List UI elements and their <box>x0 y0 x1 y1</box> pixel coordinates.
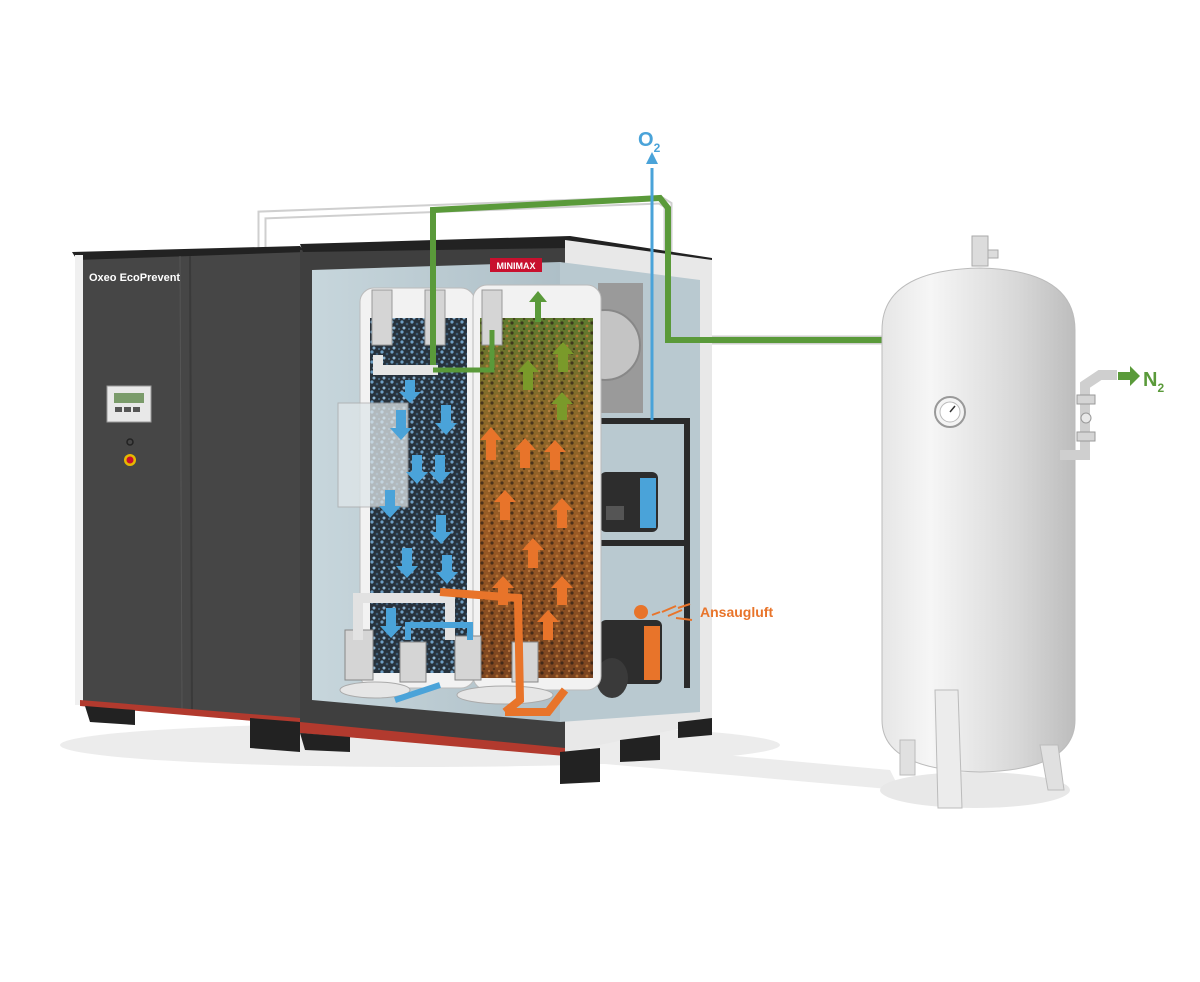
intake-air-arrows <box>651 603 693 621</box>
intake-air-pipe <box>439 588 569 716</box>
nitrogen-outlet-valve <box>1060 370 1117 460</box>
compressor-unit <box>600 472 658 532</box>
oxygen-exhaust-pipe-bottom <box>394 622 473 703</box>
bottom-white-pipe <box>353 593 455 640</box>
nitrogen-storage-tank <box>881 235 1076 809</box>
vacuum-pump <box>596 620 662 698</box>
blue-flow-arrows <box>379 380 458 638</box>
green-flow-arrows <box>517 342 574 420</box>
nitrogen-outlet-arrow <box>529 291 547 322</box>
tank-shadow <box>880 772 1070 808</box>
indicator-light <box>126 438 134 446</box>
control-cabinet <box>72 246 305 752</box>
orange-flow-arrows <box>480 427 573 640</box>
oxygen-label: O2 <box>638 129 661 155</box>
nitrogen-label: N2 <box>1143 369 1164 395</box>
nitrogen-out-arrow <box>1118 366 1140 386</box>
brand-badge <box>490 258 542 272</box>
nitrogen-output-pipe <box>430 194 885 365</box>
product-name-label: Oxeo EcoPrevent <box>89 272 180 284</box>
pressure-gauge <box>934 396 966 428</box>
intake-air-label: Ansaugluft <box>700 604 773 620</box>
brand-label: MINIMAX <box>497 261 536 271</box>
air-intake-filter <box>634 605 648 619</box>
control-panel-display <box>106 385 152 423</box>
